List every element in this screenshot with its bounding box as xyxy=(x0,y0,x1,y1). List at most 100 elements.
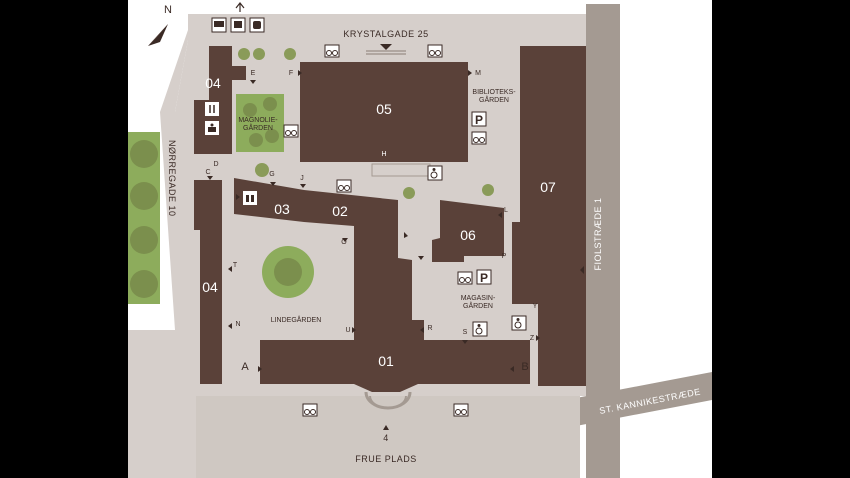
courtyard-label-magasin: MAGASIN- xyxy=(461,295,496,302)
building-label-05: 05 xyxy=(376,101,392,117)
metro-icon xyxy=(253,21,261,29)
entrance-label-s: S xyxy=(463,329,468,336)
bicycle-icon xyxy=(457,271,473,285)
tree xyxy=(130,140,158,168)
tree xyxy=(130,182,158,210)
tree xyxy=(284,48,296,60)
building-01-02[interactable] xyxy=(260,190,530,392)
entrance-label-t: T xyxy=(233,262,238,269)
tree xyxy=(130,270,158,298)
street-label-noerregade: NØRREGADE 10 xyxy=(167,140,177,217)
bicycle-icon xyxy=(427,44,443,58)
entrance-label-h: H xyxy=(381,151,386,158)
wheelchair-icon xyxy=(472,321,488,337)
entrance-label-n: N xyxy=(235,321,240,328)
tree xyxy=(249,133,263,147)
entrance-label-c: C xyxy=(205,169,210,176)
street-label-krystalgade: KRYSTALGADE 25 xyxy=(343,29,428,39)
bicycle-icon xyxy=(302,403,318,417)
bicycle-icon xyxy=(471,131,487,145)
entrance-arrow xyxy=(383,425,389,430)
entrance-label-e: E xyxy=(251,70,256,77)
tree xyxy=(482,184,494,196)
building-label-03: 03 xyxy=(274,201,290,217)
parking-icon-label: P xyxy=(475,113,483,127)
bicycle-icons xyxy=(283,44,487,417)
entrance-markers xyxy=(207,70,540,372)
building-label-04-west: 04 xyxy=(202,279,218,295)
building-label-04-north: 04 xyxy=(205,75,221,91)
buildings xyxy=(194,46,586,392)
building-05[interactable] xyxy=(300,62,468,162)
entrance-label-g: G xyxy=(269,171,274,178)
st-kannikestraede-road xyxy=(576,372,712,426)
courtyard-label-magnolie: MAGNOLIE- xyxy=(238,117,278,124)
entrance-label-l: L xyxy=(504,207,508,214)
entrance-label-d: D xyxy=(213,161,218,168)
train-icon xyxy=(234,21,242,28)
noerregade-green-strip xyxy=(128,132,160,304)
building-04-west[interactable] xyxy=(194,180,222,384)
transit-icons xyxy=(211,17,265,33)
entrance-arrow xyxy=(580,266,584,274)
direction-arrow-icon xyxy=(235,2,245,12)
frue-plads-square xyxy=(196,396,580,478)
tree xyxy=(130,226,158,254)
entrance-label-r: R xyxy=(427,325,432,332)
linde-tree-core xyxy=(274,258,302,286)
building-06[interactable] xyxy=(432,200,504,262)
entrance-label-j: J xyxy=(300,175,304,182)
compass: N xyxy=(148,4,172,46)
street-label-fiolstraede: FIOLSTRÆDE 1 xyxy=(593,197,603,270)
building-03[interactable] xyxy=(234,178,304,222)
tree xyxy=(253,48,265,60)
noerregade-road-upper xyxy=(160,30,230,112)
frue-plads-entrance-number: 4 xyxy=(383,433,389,443)
courtyard-label-magnolie: GÅRDEN xyxy=(243,123,273,132)
compass-label: N xyxy=(164,4,172,16)
tree xyxy=(238,48,250,60)
parking-icon-label: P xyxy=(480,271,488,285)
bicycle-icon xyxy=(453,403,469,417)
main-entrance-label-b: B xyxy=(521,361,528,373)
tree xyxy=(255,163,269,177)
courtyard-label-linde: LINDEGÅRDEN xyxy=(271,315,322,324)
entrance-label-m: M xyxy=(475,70,481,77)
wheelchair-icons xyxy=(427,165,527,337)
building-07[interactable] xyxy=(512,46,586,386)
main-entrance-steps xyxy=(369,395,407,409)
bus-icon xyxy=(214,21,224,27)
bicycle-icon xyxy=(283,124,299,138)
north-arrow-icon xyxy=(148,24,168,46)
entrance-label-f: F xyxy=(289,70,293,77)
building-label-01: 01 xyxy=(378,353,394,369)
entrance-label-z: Z xyxy=(530,335,535,342)
entrance-arrow xyxy=(380,44,392,50)
building-label-07: 07 xyxy=(540,179,556,195)
atm-icon xyxy=(205,121,219,135)
main-entrance-label-a: A xyxy=(241,361,249,373)
bicycle-icon xyxy=(324,44,340,58)
courtyard-label-biblioteks: GÅRDEN xyxy=(479,95,509,104)
building-label-06: 06 xyxy=(460,227,476,243)
parking-icons: P P xyxy=(471,111,492,285)
entrance-label-u: U xyxy=(345,327,350,334)
building-label-02: 02 xyxy=(332,203,348,219)
entrance-label-p: P xyxy=(502,253,507,260)
tree xyxy=(265,129,279,143)
tree xyxy=(243,103,257,117)
tree xyxy=(403,187,415,199)
courtyard-label-magasin: GÅRDEN xyxy=(463,301,493,310)
restaurant-icon xyxy=(205,102,219,116)
parking-icon xyxy=(476,269,492,285)
toilet-icon xyxy=(243,191,257,205)
wheelchair-icon xyxy=(427,165,443,181)
entrance-label-o: O xyxy=(341,239,347,246)
bicycle-icon xyxy=(336,179,352,193)
parking-icon xyxy=(471,111,487,127)
facility-icons xyxy=(205,102,257,205)
entrance-label-y: Y xyxy=(533,303,538,310)
street-label-frue-plads: FRUE PLADS xyxy=(355,454,417,464)
courtyard-label-biblioteks: BIBLIOTEKS- xyxy=(472,89,516,96)
